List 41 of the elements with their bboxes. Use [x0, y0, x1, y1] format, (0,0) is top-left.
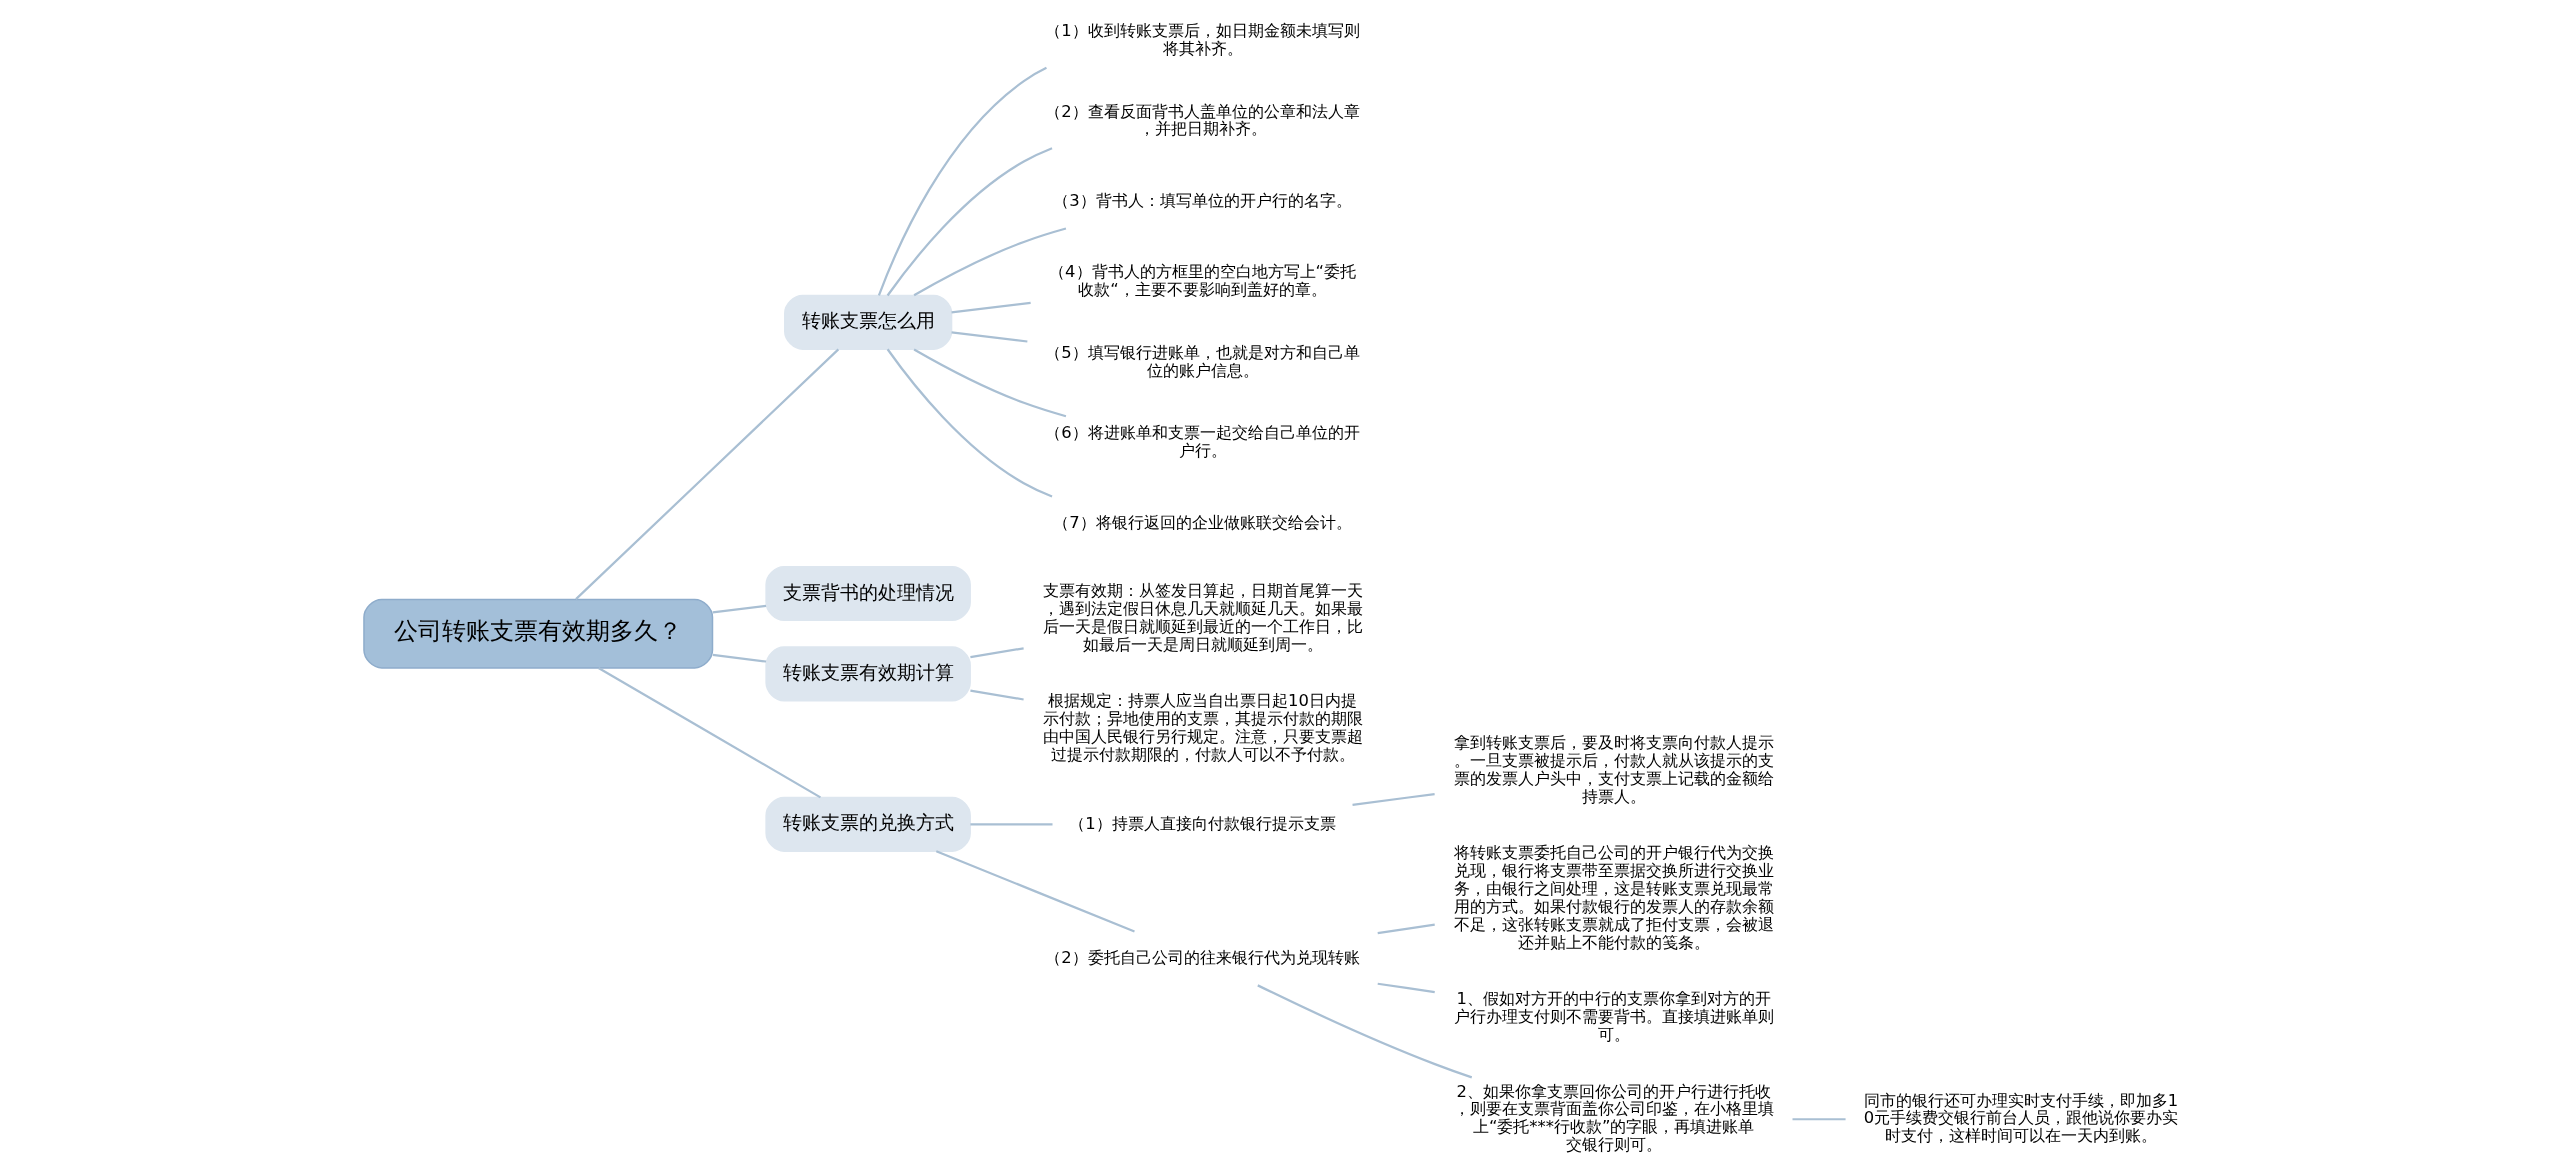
connector	[951, 301, 1031, 314]
node-text: 根据规定：持票人应当自出票日起10日内提示付款；异地使用的支票，其提示付款的期限由中国人民银行另行规定。注意，只要支票超过提示付款期限的，付款人可以不予付款。	[1042, 691, 1363, 764]
connector	[1352, 792, 1435, 806]
connector	[935, 850, 1135, 933]
node-text: 拿到转账支票后，要及时将支票向付款人提示。一旦支票被提示后，付款人就从该提示的支票的发票人户头中，支付支票上记载的金额给持票人。	[1453, 733, 1774, 806]
connector	[886, 147, 1053, 297]
node-box: 转账支票怎么用	[784, 294, 953, 350]
connector	[1257, 984, 1473, 1079]
connector	[1377, 982, 1435, 994]
connector	[970, 689, 1024, 701]
node-text: （2）委托自己公司的往来银行代为兑现转账	[1045, 947, 1360, 967]
node-text: 支票有效期：从签发日算起，日期首尾算一天，遇到法定假日休息几天就顺延几天。如果最后一天是假日就顺延到最近的一个工作日，比如最后一天是周日就顺延到周一。	[1042, 581, 1363, 654]
node-text: （7）将银行返回的企业做账联交给会计。	[1053, 512, 1352, 532]
node-box: 支票背书的处理情况	[765, 565, 971, 621]
node-text: 同市的银行还可办理实时支付手续，即加多10元手续费交银行前台人员，跟他说你要办实时支付，这样时间可以在一天内到账。	[1863, 1090, 2179, 1146]
node-text: （6）将进账单和支票一起交给自己单位的开户行。	[1045, 423, 1360, 461]
node-box: 公司转账支票有效期多久？	[363, 598, 714, 669]
node-text: 1、假如对方开的中行的支票你拿到对方的开户行办理支付则不需要背书。直接填进账单则可。	[1453, 989, 1774, 1045]
node-text: （2）查看反面背书人盖单位的公章和法人章，并把日期补齐。	[1045, 101, 1360, 139]
connector	[886, 348, 1053, 498]
node-box: 转账支票的兑换方式	[765, 796, 971, 852]
node-text: 将转账支票委托自己公司的开户银行代为交换兑现，银行将支票带至票据交换所进行交换业务，由银行之间处理，这是转账支票兑现最常用的方式。如果付款银行的发票人的存款余额不足，这张转账支票就成了拒付支票，会被退还并贴上不能付款的笺条。	[1453, 843, 1774, 952]
connector	[913, 227, 1067, 297]
connector	[877, 66, 1047, 296]
node-box: 转账支票有效期计算	[765, 646, 971, 702]
connector	[913, 348, 1067, 418]
connector	[951, 331, 1028, 343]
node-text: （4）背书人的方框里的空白地方写上“委托收款“，主要不要影响到盖好的章。	[1049, 262, 1356, 300]
node-text: （1）持票人直接向付款银行提示支票	[1069, 813, 1336, 833]
node-text: （3）背书人：填写单位的开户行的名字。	[1053, 190, 1352, 210]
node-text: 2、如果你拿支票回你公司的开户行进行托收，则要在支票背面盖你公司印鉴，在小格里填上“委托***行收款”的字眼，再填进账单交银行则可。	[1453, 1081, 1774, 1155]
connector	[712, 653, 767, 663]
node-text: （5）填写银行进账单，也就是对方和自己单位的账户信息。	[1045, 342, 1360, 380]
connector	[575, 348, 840, 600]
connector	[712, 604, 767, 614]
connector	[1377, 923, 1435, 935]
node-text: （1）收到转账支票后，如日期金额未填写则将其补齐。	[1045, 21, 1360, 58]
connector	[970, 647, 1024, 659]
connector	[1792, 1118, 1846, 1121]
connector	[970, 823, 1053, 826]
connector	[598, 667, 821, 799]
